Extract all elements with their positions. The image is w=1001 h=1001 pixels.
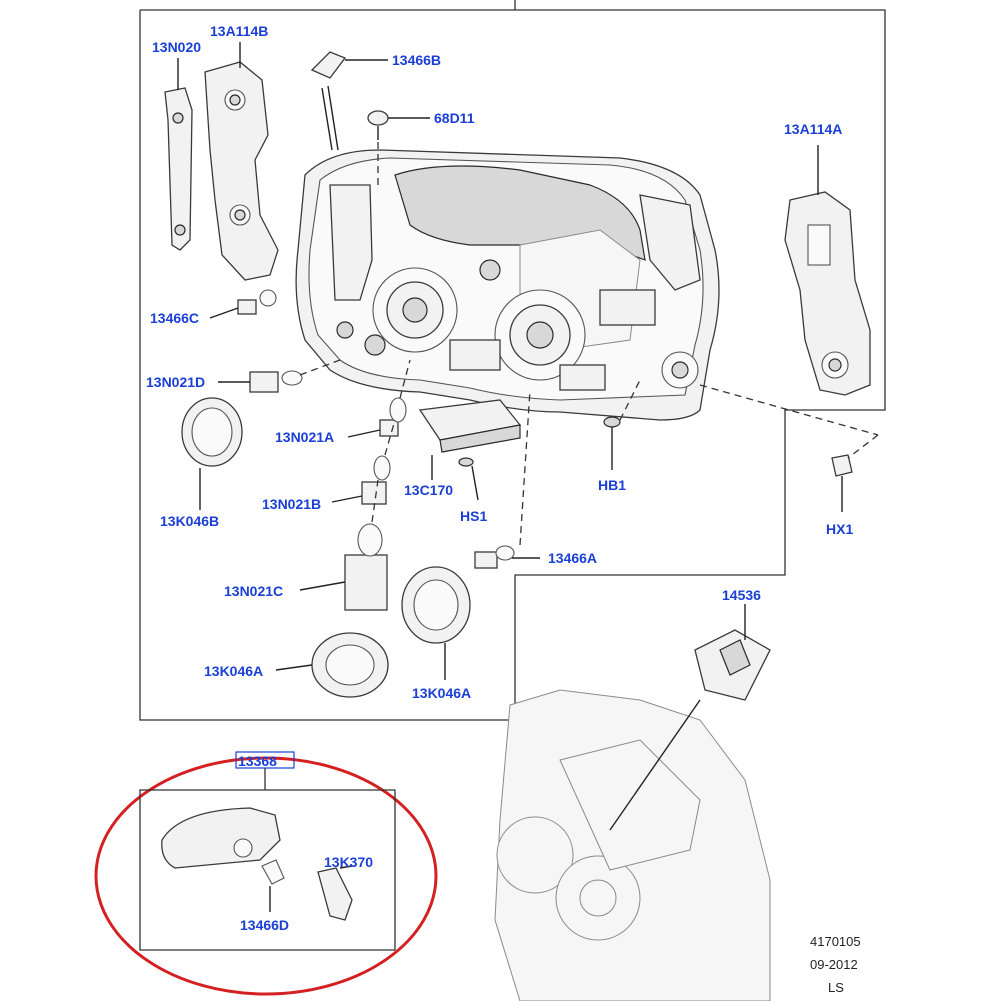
high-beam-reflector <box>494 289 586 381</box>
label-13466B: 13466B <box>392 52 441 68</box>
cap-13K046B <box>181 397 243 510</box>
label-13K046B: 13K046B <box>160 513 219 529</box>
vehicle-ghost-view <box>494 689 771 1001</box>
bulb-13466C <box>209 289 277 319</box>
label-13N021C: 13N021C <box>224 583 283 599</box>
label-13N021A: 13N021A <box>275 429 334 445</box>
footer-date: 09-2012 <box>810 957 858 972</box>
side-repeater-highlight <box>94 751 438 996</box>
label-HX1: HX1 <box>826 521 853 537</box>
label-13466D: 13466D <box>240 917 289 933</box>
label-13N020: 13N020 <box>152 39 201 55</box>
screw-HS1 <box>458 457 479 501</box>
label-13K046A-right: 13K046A <box>412 685 471 701</box>
module-13C170 <box>418 399 522 480</box>
main-assembly-frame <box>139 0 886 721</box>
cap-13K046A-lower-left <box>275 632 389 698</box>
label-13A114A: 13A114A <box>784 121 842 137</box>
module-14536 <box>694 604 771 701</box>
label-68D11: 68D11 <box>434 110 475 126</box>
bracket-13A114B <box>204 42 279 281</box>
bulb-13N021D <box>218 359 341 393</box>
label-HS1: HS1 <box>460 508 487 524</box>
bulb-13N021B <box>331 419 396 505</box>
bulb-13466A <box>474 389 540 569</box>
label-13C170: 13C170 <box>404 482 453 498</box>
label-13N021D: 13N021D <box>146 374 205 390</box>
bracket-13A114A <box>784 145 871 396</box>
label-13A114B: 13A114B <box>210 23 268 39</box>
low-beam-reflector <box>372 267 458 353</box>
headlamp-housing <box>295 149 720 421</box>
label-13N021B: 13N021B <box>262 496 321 512</box>
clip-13466B <box>310 51 388 151</box>
footer-market: LS <box>828 980 844 995</box>
bulb-13N021A <box>347 359 411 438</box>
label-HB1: HB1 <box>598 477 626 493</box>
clip-HX1 <box>699 384 879 512</box>
cap-13K046A-right <box>401 566 471 680</box>
label-13466A: 13466A <box>548 550 597 566</box>
label-13K046A-left: 13K046A <box>204 663 263 679</box>
screw-HB1 <box>603 379 641 470</box>
footer-code: 4170105 <box>810 934 861 949</box>
push-clip-68D11 <box>367 110 430 190</box>
label-13368: 13368 <box>238 753 277 769</box>
label-13K370: 13K370 <box>324 854 373 870</box>
bulb-13N021C <box>299 479 388 611</box>
bracket-strip-13N020 <box>164 58 193 251</box>
label-13466C: 13466C <box>150 310 199 326</box>
label-14536: 14536 <box>722 587 761 603</box>
